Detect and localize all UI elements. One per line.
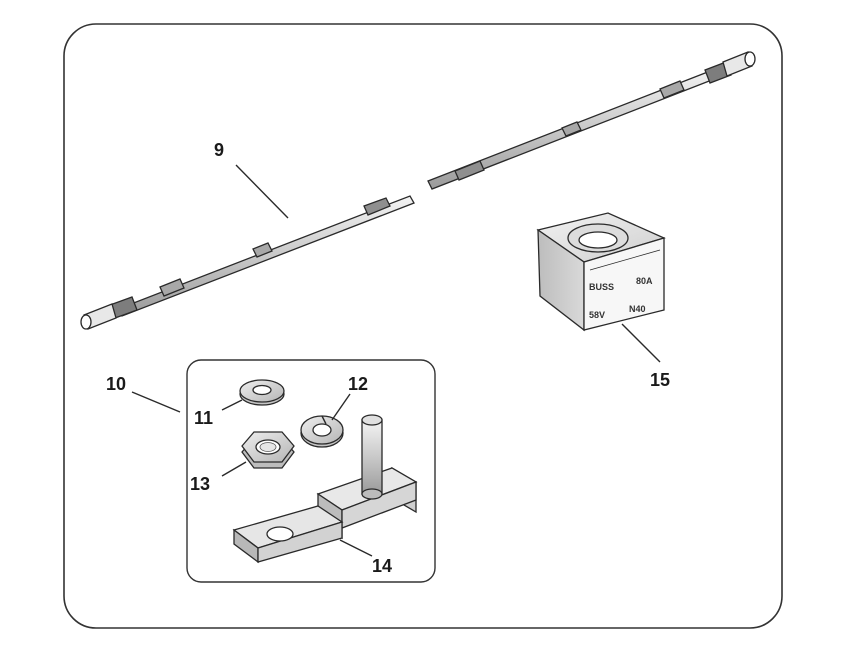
bracket-with-stud (232, 414, 418, 564)
leader-14 (339, 539, 373, 557)
leader-10 (131, 391, 181, 413)
leader-9 (235, 164, 289, 219)
leader-13 (221, 461, 247, 477)
fuse-model: N40 (629, 304, 646, 314)
cable-left-segment (80, 195, 415, 330)
fuse-brand: BUSS (589, 282, 614, 292)
fuse: BUSS 80A 58V N40 (536, 212, 666, 332)
leader-15 (621, 323, 661, 363)
flat-washer (239, 379, 285, 406)
leader-12 (331, 393, 351, 421)
label-10: 10 (106, 374, 126, 394)
label-13: 13 (190, 474, 210, 494)
fuse-volts: 58V (589, 310, 605, 320)
lock-washer (300, 415, 344, 448)
hex-nut (241, 431, 295, 469)
label-11: 11 (194, 408, 213, 428)
leader-11 (221, 399, 243, 411)
fuse-amps: 80A (636, 276, 653, 286)
label-14: 14 (372, 556, 392, 576)
cable-right-segment (427, 51, 756, 190)
label-9: 9 (214, 140, 224, 160)
label-15: 15 (650, 370, 670, 390)
label-12: 12 (348, 374, 368, 394)
